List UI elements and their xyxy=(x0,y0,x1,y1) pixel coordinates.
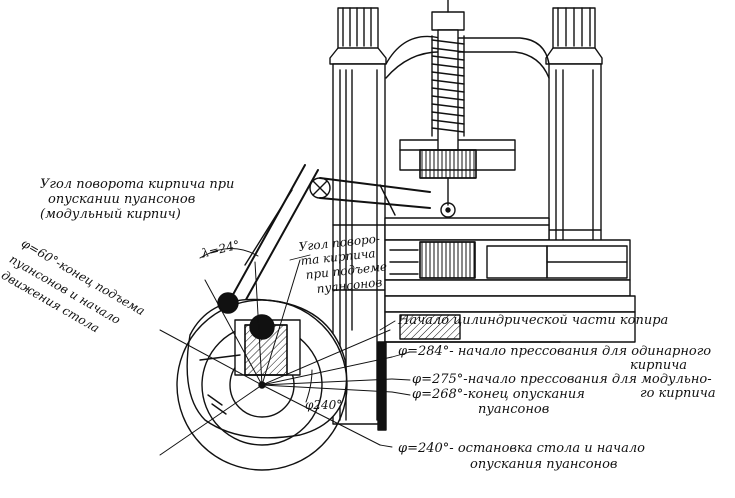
phi268-label-line1: φ=268°-конец опускания xyxy=(412,387,585,402)
cylinder-start-label: Начало цилиндрической части копира xyxy=(398,313,669,328)
brick-rotation-title-line1: Угол поворота кирпича при xyxy=(40,177,235,192)
press-table xyxy=(377,311,636,431)
phi275-label-line2: го кирпича xyxy=(640,386,716,401)
phi240-marker: φ240° xyxy=(305,398,343,412)
phi240-label-line1: φ=240°- остановка стола и начало xyxy=(398,441,645,456)
phi284-label-line1: φ=284°- начало прессования для одинарног… xyxy=(398,344,712,359)
phase-angle-lines xyxy=(159,247,393,456)
gear-assembly xyxy=(384,217,636,313)
brick-rotation-title-line3: (модульный кирпич) xyxy=(40,207,181,222)
spring-plunger xyxy=(419,0,477,218)
phi240-label-line2: опускания пуансонов xyxy=(470,457,618,472)
phi268-label-line2: пуансонов xyxy=(478,402,550,417)
right-column xyxy=(545,7,603,275)
rocker-links xyxy=(229,164,431,306)
phi284-label-line2: кирпича xyxy=(630,358,688,373)
phi275-label-line1: φ=275°-начало прессования для модульно- xyxy=(412,372,712,387)
leader-lines xyxy=(289,254,411,448)
brick-rotation-title-line2: опускании пуансонов xyxy=(48,192,196,207)
